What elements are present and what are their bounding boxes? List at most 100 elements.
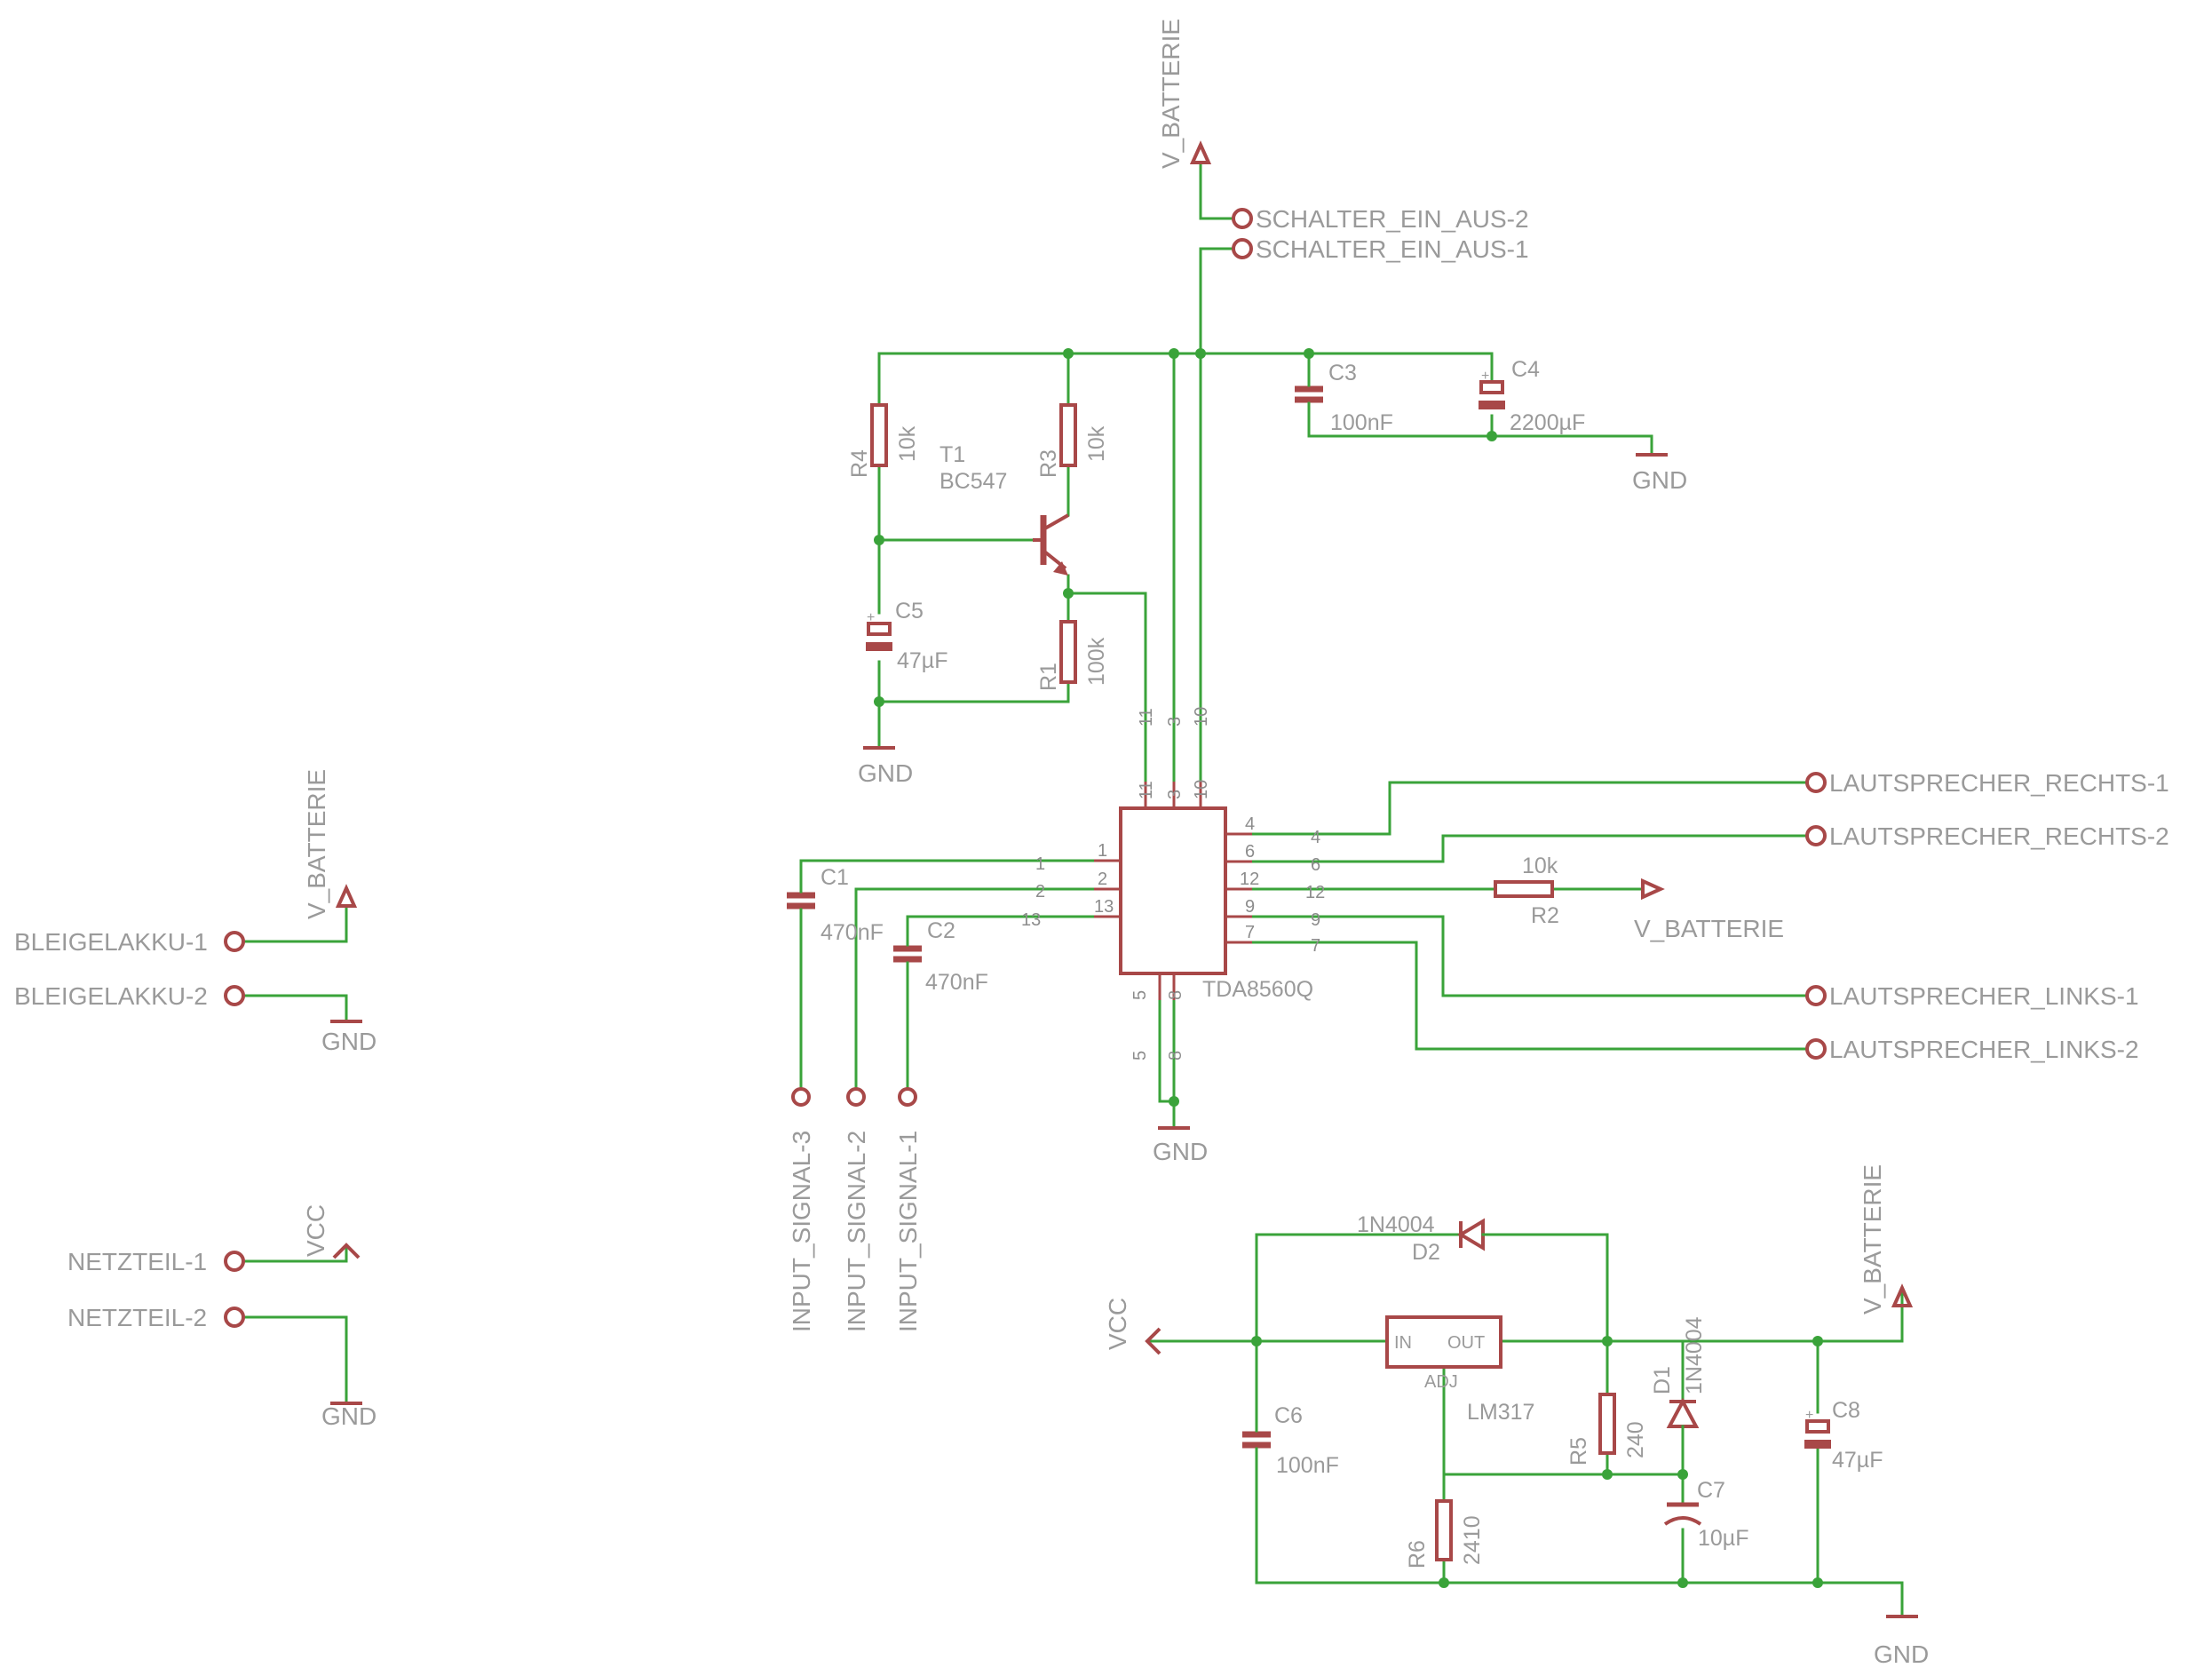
c6-value: 100nF [1276,1453,1339,1478]
r4-value: 10k [895,425,920,462]
capacitor-c3: C3 100nF [1295,361,1393,435]
t1-name: T1 [940,442,965,467]
resistor-r4: R4 10k [847,403,920,478]
speaker-left-1-label: LAUTSPRECHER_LINKS-1 [1829,982,2139,1010]
vbat-label: V_BATTERIE [1634,915,1784,942]
resistor-r3: R3 10k [1036,403,1109,478]
d2-value: 1N4004 [1357,1212,1435,1237]
c4-name: C4 [1511,357,1540,382]
pin-6-num: 6 [1245,842,1255,862]
resistor-r1: R1 100k [1036,620,1109,691]
gnd-symbol: GND [1632,453,1687,494]
gnd-symbol: GND [1874,1615,1929,1668]
diode-d2: 1N4004 D2 [1357,1212,1502,1265]
junction [1251,1336,1262,1346]
junction [1195,348,1206,359]
input-signal-1-label: INPUT_SIGNAL-1 [894,1131,922,1332]
pin-12-label: 12 [1305,883,1325,902]
transistor-t1: T1 BC547 [940,442,1069,576]
battery-connector: BLEIGELAKKU-1 BLEIGELAKKU-2 [14,928,245,1010]
resistor-r6: R6 2410 [1405,1499,1485,1569]
junction [1169,348,1179,359]
vcc-symbol-supply: VCC [1104,1298,1161,1355]
c7-name: C7 [1697,1478,1725,1503]
pin-11-num: 11 [1137,781,1156,799]
r3-value: 10k [1084,425,1109,462]
r1-value: 100k [1084,637,1109,686]
c1-name: C1 [821,865,849,890]
diode-d1: D1 1N4004 [1650,1316,1707,1435]
junction [1602,1336,1613,1346]
gnd-label: GND [321,1028,377,1055]
r6-name: R6 [1405,1540,1430,1569]
d1-value: 1N4004 [1682,1316,1707,1394]
switch-pin2-label: SCHALTER_EIN_AUS-2 [1256,205,1529,233]
c8-value: 47µF [1832,1448,1883,1473]
capacitor-c7: C7 10µF [1663,1478,1748,1551]
gnd-label: GND [1874,1640,1929,1668]
r1-name: R1 [1036,663,1061,691]
d2-name: D2 [1412,1240,1440,1265]
reg-in-pin: IN [1394,1333,1412,1353]
pin-10-label: 10 [1192,707,1211,727]
junction [874,535,884,545]
pin-5-label: 5 [1130,1051,1150,1060]
capacitor-c8: + C8 47µF [1804,1398,1883,1473]
junction [1677,1469,1688,1480]
c6-name: C6 [1274,1403,1303,1428]
junction [1602,1469,1613,1480]
vbat-label: V_BATTERIE [303,769,330,919]
input-signal-3-label: INPUT_SIGNAL-3 [788,1131,815,1332]
pin-13-label: 13 [1021,910,1041,930]
pin-4-label: 4 [1311,828,1320,847]
battery-pin1-label: BLEIGELAKKU-1 [14,928,208,956]
c2-name: C2 [927,918,955,943]
vbat-symbol-left: V_BATTERIE [303,769,358,919]
gnd-symbol: GND [858,746,913,787]
junction [1487,431,1497,441]
junction [1812,1336,1823,1346]
battery-pin2-label: BLEIGELAKKU-2 [14,982,208,1010]
pin-10-num: 10 [1192,780,1211,799]
r6-value: 2410 [1460,1515,1485,1565]
input-signal-2-label: INPUT_SIGNAL-2 [843,1131,870,1332]
r4-name: R4 [847,449,872,478]
pin-2-label: 2 [1035,882,1045,902]
gnd-label: GND [1632,466,1687,494]
c1-value: 470nF [821,920,884,945]
capacitor-c1: C1 470nF [787,865,884,945]
pin-3-label: 3 [1165,717,1185,727]
pin-11-label: 11 [1137,708,1156,727]
junction [874,696,884,707]
psu-pin1-label: NETZTEIL-1 [67,1248,207,1275]
r5-name: R5 [1566,1437,1591,1465]
pin-6-label: 6 [1311,855,1320,875]
t1-value: BC547 [940,469,1007,494]
r5-value: 240 [1623,1421,1648,1458]
resistor-r2: 10k R2 [1494,854,1559,928]
gnd-label: GND [321,1402,377,1430]
capacitor-c5: + C5 47µF [866,599,947,673]
gnd-symbol: GND [1153,1126,1208,1165]
junction [1169,1096,1179,1107]
vbat-symbol-r2: V_BATTERIE [1634,878,1784,942]
vbat-symbol-supply: V_BATTERIE [1859,1164,1914,1315]
pin-8-label: 8 [1166,1051,1185,1060]
gnd-label: GND [1153,1138,1208,1165]
gnd-symbol: GND [321,1402,377,1430]
pin-7-label: 7 [1311,936,1320,956]
r3-name: R3 [1036,449,1061,478]
reg-out-pin: OUT [1447,1333,1485,1353]
junction [1812,1577,1823,1588]
pin-5-num: 5 [1130,990,1150,1000]
c8-plus: + [1805,1408,1813,1423]
junction [1304,348,1314,359]
speaker-connectors: LAUTSPRECHER_RECHTS-1 LAUTSPRECHER_RECHT… [1805,769,2169,1063]
speaker-right-1-label: LAUTSPRECHER_RECHTS-1 [1829,769,2169,797]
c5-name: C5 [895,599,924,624]
pin-2-num: 2 [1098,870,1107,889]
c4-value: 2200µF [1510,410,1585,435]
pin-1-num: 1 [1098,841,1107,861]
reg-value: LM317 [1467,1400,1534,1425]
